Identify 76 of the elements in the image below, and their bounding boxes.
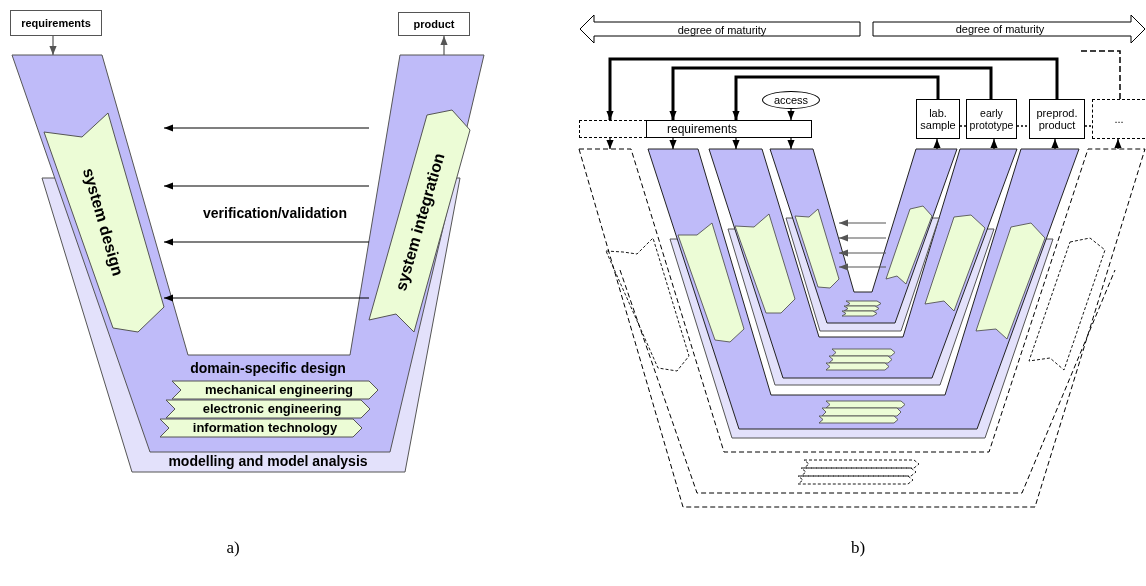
arrow bbox=[838, 234, 887, 242]
band-label: domain-specific design bbox=[190, 361, 346, 377]
text-box bbox=[1029, 99, 1085, 139]
chevron-shape bbox=[829, 356, 892, 363]
box-label: ... bbox=[1114, 113, 1124, 125]
box-label: early prototype bbox=[968, 107, 1015, 131]
box-label: requirements bbox=[667, 122, 738, 136]
arrow bbox=[838, 263, 887, 271]
arrow bbox=[163, 238, 370, 246]
arrow bbox=[49, 35, 57, 56]
arrow bbox=[838, 249, 887, 257]
chevron-shape bbox=[846, 301, 881, 306]
arrow bbox=[787, 108, 795, 121]
arrow-shape bbox=[976, 223, 1045, 339]
arrow bbox=[1051, 138, 1059, 150]
text-box bbox=[646, 120, 812, 138]
dashed-arrow-outline bbox=[1029, 238, 1105, 370]
arrow bbox=[163, 124, 370, 132]
arrow bbox=[1114, 138, 1122, 150]
block-arrow bbox=[873, 15, 1145, 43]
dashed-box bbox=[579, 120, 647, 138]
dashed-box bbox=[1092, 99, 1145, 139]
box-label: access bbox=[773, 94, 809, 106]
arrow bbox=[669, 66, 993, 120]
arrow bbox=[669, 137, 677, 150]
arrow-shape bbox=[735, 214, 795, 313]
arrow bbox=[990, 138, 998, 150]
chevron-shape bbox=[172, 381, 378, 399]
ellipse bbox=[762, 91, 820, 109]
arrow-label: degree of maturity bbox=[677, 23, 767, 36]
box-label: lab. sample bbox=[919, 107, 957, 131]
v-band bbox=[770, 149, 957, 323]
chevron-shape bbox=[826, 401, 905, 408]
arrow-shape bbox=[369, 110, 470, 332]
arrow bbox=[606, 137, 614, 150]
arrow bbox=[787, 137, 795, 150]
chevron-shape bbox=[826, 363, 889, 370]
arrow bbox=[933, 138, 941, 150]
arrow-label: system design bbox=[79, 166, 127, 278]
v-band bbox=[12, 55, 484, 452]
arrow-shape bbox=[44, 113, 164, 332]
chevron-shape bbox=[832, 349, 895, 356]
arrow-shape bbox=[678, 223, 744, 342]
arrow bbox=[838, 219, 887, 227]
arrow bbox=[732, 137, 740, 150]
dashed-arrow-outline bbox=[606, 238, 689, 371]
block-arrow bbox=[580, 15, 860, 43]
dashed-chevron-outline bbox=[804, 460, 919, 468]
chevron-label: mechanical engineering bbox=[204, 382, 354, 398]
dashed-chevron-outline bbox=[798, 476, 913, 484]
dashed-chevron-outline bbox=[801, 468, 916, 476]
text-box bbox=[916, 99, 960, 139]
annotation-text: verification/validation bbox=[203, 205, 347, 221]
panel-label: b) bbox=[850, 538, 866, 558]
arrow-shape bbox=[886, 206, 932, 284]
box-label: preprod. product bbox=[1035, 107, 1079, 131]
arrow bbox=[732, 75, 940, 120]
text-box bbox=[10, 10, 102, 36]
box-label: requirements bbox=[21, 17, 91, 29]
panel-label: a) bbox=[226, 538, 240, 558]
arrow bbox=[606, 57, 1059, 120]
text-box bbox=[398, 12, 470, 36]
chevron-shape bbox=[842, 311, 877, 316]
arrow-shape bbox=[925, 215, 985, 311]
arrow bbox=[440, 35, 448, 56]
chevron-label: electronic engineering bbox=[202, 401, 342, 417]
box-label: product bbox=[413, 18, 455, 30]
dashed-v-outline bbox=[579, 149, 1145, 507]
chevron-shape bbox=[844, 306, 879, 311]
arrow-shape bbox=[795, 209, 839, 288]
chevron-label: information technology bbox=[192, 420, 338, 436]
text-box bbox=[966, 99, 1017, 139]
arrow bbox=[163, 294, 370, 302]
arrow bbox=[163, 182, 370, 190]
arrow-label: degree of maturity bbox=[955, 22, 1045, 36]
band-label: modelling and model analysis bbox=[168, 454, 368, 470]
